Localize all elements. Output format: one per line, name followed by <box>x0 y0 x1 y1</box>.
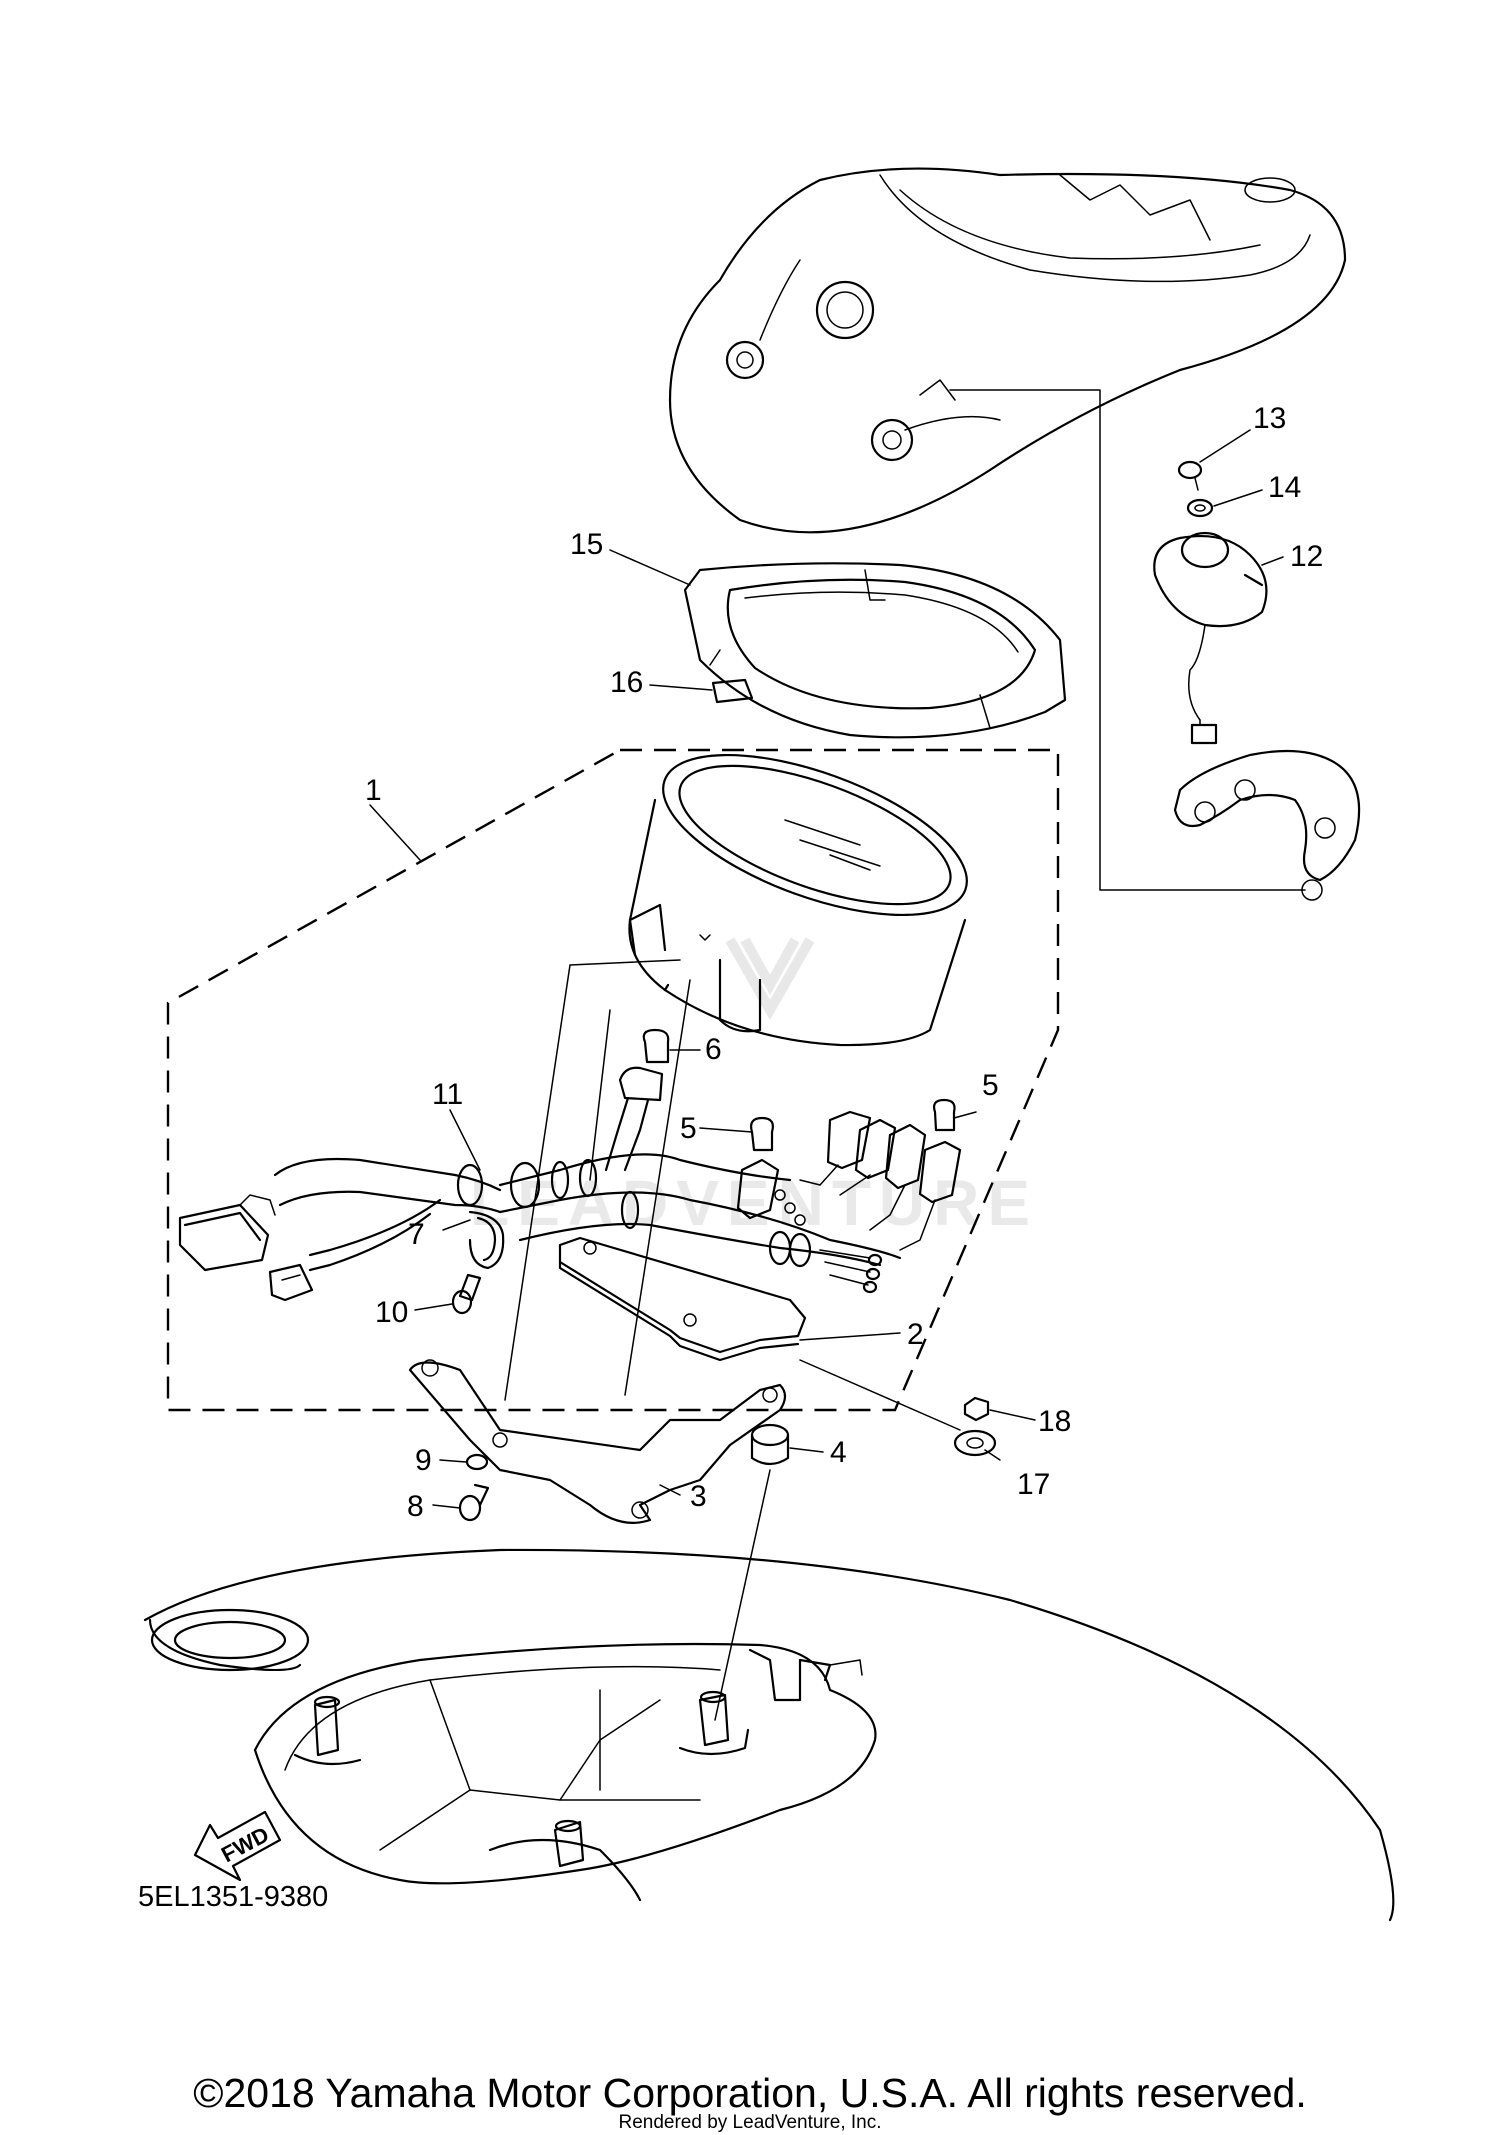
copyright-text: ©2018 Yamaha Motor Corporation, U.S.A. A… <box>193 2070 1307 2116</box>
callout-10: 10 <box>375 1296 408 1329</box>
leader-housing-bracket <box>949 389 1306 891</box>
part-3-bracket <box>408 1359 787 1524</box>
part-11-wire-harness <box>273 1153 902 1294</box>
part-7-clamp <box>468 1210 505 1270</box>
callout-12: 12 <box>1290 540 1323 573</box>
callout-4: 4 <box>830 1436 847 1469</box>
callout-5b: 5 <box>982 1069 999 1102</box>
watermark-text: LEADVENTURE <box>470 1167 1038 1239</box>
callout-3: 3 <box>690 1480 707 1513</box>
part-5-bulb-a <box>750 1116 774 1152</box>
sockets <box>736 1110 962 1251</box>
part-5-bulb-b <box>932 1098 956 1132</box>
callout-14: 14 <box>1268 471 1301 504</box>
callout-11: 11 <box>432 1078 463 1111</box>
part-18-nut <box>963 1396 990 1422</box>
callout-16: 16 <box>610 666 643 699</box>
assembly-1-outline <box>166 748 1060 1412</box>
callout-1: 1 <box>365 774 382 807</box>
part-15-bezel-ring <box>683 562 1067 739</box>
part-4-grommet <box>750 1423 790 1466</box>
assembly-lines <box>504 959 961 1721</box>
diagram-part-code: 5EL1351-9380 <box>138 1881 328 1913</box>
part-12-switch <box>1153 460 1268 745</box>
callout-13: 13 <box>1253 402 1286 435</box>
callout-15: 15 <box>570 528 603 561</box>
callout-2: 2 <box>907 1318 924 1351</box>
leader-lines <box>369 429 1284 1509</box>
callout-9: 9 <box>415 1444 432 1477</box>
connector-large <box>178 1194 276 1272</box>
part-6-bulb <box>604 1028 670 1172</box>
part-9-washer <box>465 1453 489 1471</box>
part-16-clip <box>711 678 754 704</box>
part-10-screw <box>451 1273 482 1315</box>
rendered-by-text: Rendered by LeadVenture, Inc. <box>618 2112 882 2133</box>
lower-cowl <box>143 1548 1395 1922</box>
callout-8: 8 <box>407 1490 424 1523</box>
callout-7: 7 <box>408 1218 425 1251</box>
callout-17: 17 <box>1017 1468 1050 1501</box>
part-17-washer <box>953 1429 997 1457</box>
callout-6: 6 <box>705 1033 722 1066</box>
part-8-screw <box>458 1483 490 1522</box>
watermark: LEADVENTURE <box>470 937 1038 1239</box>
callout-18: 18 <box>1038 1405 1071 1438</box>
part-2-plate <box>558 1236 807 1362</box>
meter-housing <box>668 167 1347 534</box>
mounting-bracket-right <box>1173 749 1361 901</box>
callout-5a: 5 <box>680 1112 697 1145</box>
part-1-meter-unit <box>628 753 968 1047</box>
fwd-arrow: FWD <box>193 1810 282 1882</box>
callouts: 1 2 3 4 5 5 6 7 8 9 10 11 12 13 14 15 16… <box>365 402 1323 1523</box>
connector-small <box>268 1263 314 1302</box>
